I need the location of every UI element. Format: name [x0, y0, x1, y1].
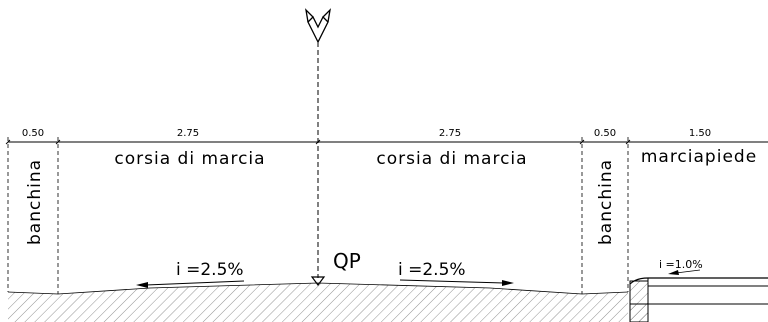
label-left-shoulder: banchina: [25, 159, 45, 245]
dim-right-shoulder: 0.50: [594, 128, 616, 139]
sidewalk-curb: [629, 277, 768, 322]
north-arrow-icon: [305, 8, 331, 44]
dim-sidewalk: 1.50: [689, 128, 711, 139]
label-sidewalk: marciapiede: [641, 147, 757, 167]
ground-hatch: [8, 283, 628, 322]
triangle-down-icon: [310, 276, 326, 286]
slope-right-lane: i =2.5%: [398, 260, 466, 280]
reference-label: QP: [333, 249, 361, 273]
label-right-lane: corsia di marcia: [376, 149, 527, 169]
dim-right-lane: 2.75: [439, 128, 461, 139]
label-right-shoulder: banchina: [596, 159, 616, 245]
label-left-lane: corsia di marcia: [114, 149, 265, 169]
slope-left-lane: i =2.5%: [176, 260, 244, 280]
boundary-lines: [7, 137, 629, 294]
dim-left-lane: 2.75: [177, 128, 199, 139]
dim-left-shoulder: 0.50: [22, 128, 44, 139]
slope-sidewalk: i =1.0%: [659, 258, 703, 271]
arrow-left-icon-sidewalk: [668, 269, 701, 275]
dimension-line: [5, 139, 768, 145]
arrow-right-icon: [399, 279, 514, 286]
arrow-left-icon: [136, 280, 245, 288]
